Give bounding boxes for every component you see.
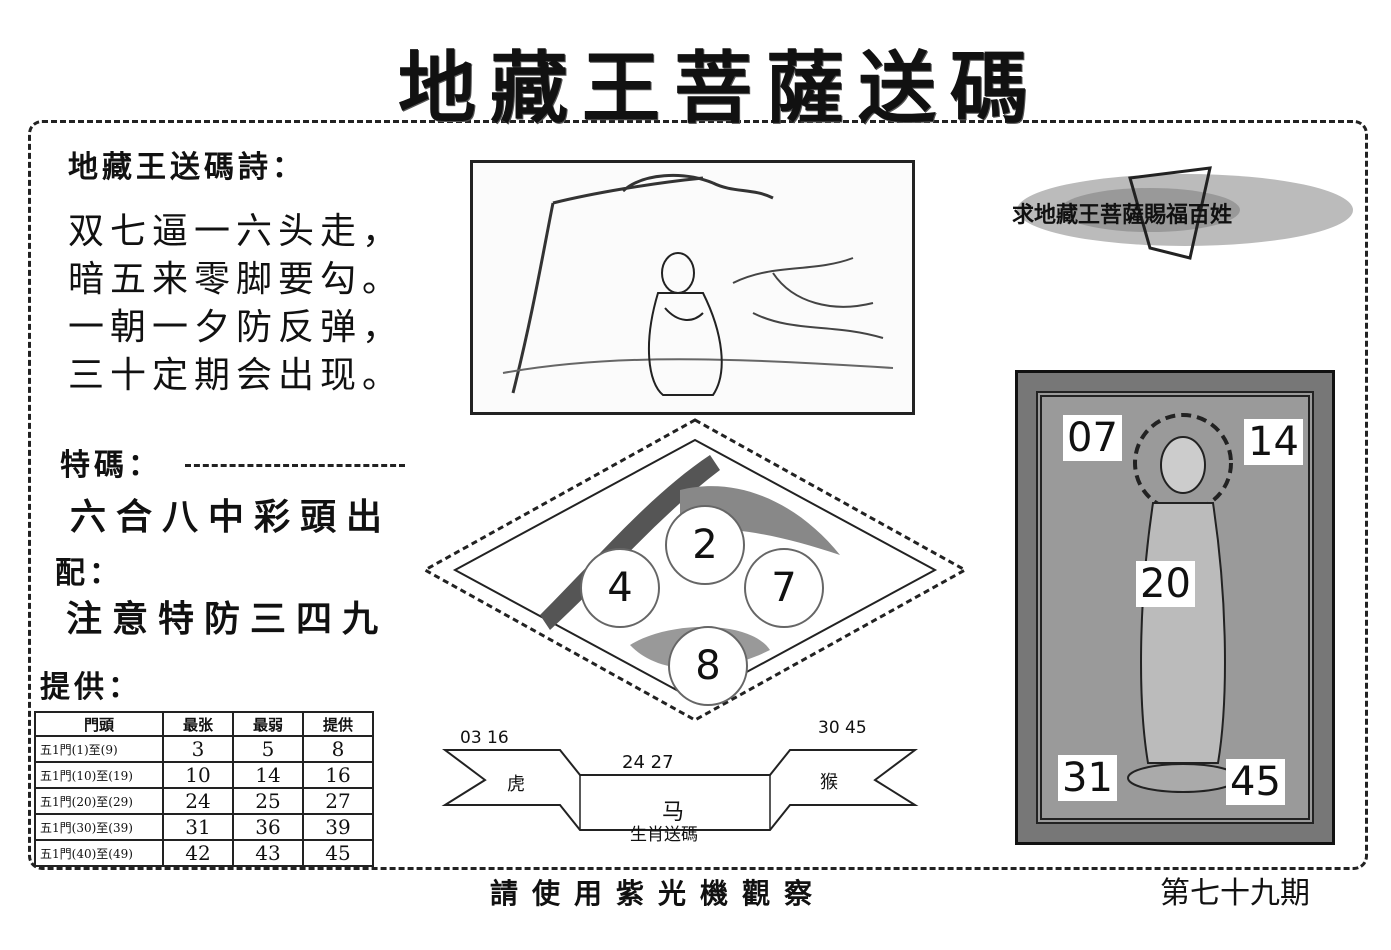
poem-line-4: 三十定期会出现。 [68, 355, 405, 396]
ball-number: 7 [771, 565, 797, 611]
table-header-row: 門頭 最张 最弱 提供 [34, 711, 374, 737]
lucky-number-center: 20 [1136, 561, 1195, 607]
pairing-label: 配： [55, 556, 123, 591]
row-label: 五1門(30)至(39) [34, 813, 164, 841]
table-cell: 36 [232, 813, 304, 841]
table-header: 最弱 [232, 711, 304, 737]
table-row: 五1門(30)至(39) 31 36 39 [34, 813, 374, 841]
issue-number: 第七十九期 [1160, 876, 1310, 911]
table-cell: 8 [302, 735, 374, 763]
poem-line-1: 双七逼一六头走， [68, 211, 405, 252]
table-cell: 43 [232, 839, 304, 867]
zodiac-left-animal: 虎 [507, 774, 525, 795]
table-cell: 42 [162, 839, 234, 867]
zodiac-right-animal: 猴 [820, 772, 838, 793]
landscape-illustration [470, 160, 915, 415]
row-label: 五1門(20)至(29) [34, 787, 164, 815]
table-cell: 27 [302, 787, 374, 815]
ball-2: 2 [665, 505, 745, 585]
table-row: 五1門(20)至(29) 24 25 27 [34, 787, 374, 815]
table-cell: 5 [232, 735, 304, 763]
table-row: 五1門(1)至(9) 3 5 8 [34, 735, 374, 763]
table-cell: 39 [302, 813, 374, 841]
table-cell: 10 [162, 761, 234, 789]
lucky-number-bl: 31 [1058, 755, 1117, 801]
poem-heading: 地藏王送碼詩： [68, 150, 306, 185]
poem-line-2: 暗五来零脚要勾。 [68, 259, 405, 300]
table-row: 五1門(40)至(49) 42 43 45 [34, 839, 374, 867]
ball-8: 8 [668, 626, 748, 706]
table-cell: 16 [302, 761, 374, 789]
special-label: 特碼： [60, 448, 162, 483]
table-cell: 14 [232, 761, 304, 789]
zodiac-center-numbers: 24 27 [622, 752, 674, 773]
zodiac-caption: 生肖送碼 [630, 825, 698, 845]
row-label: 五1門(1)至(9) [34, 735, 164, 763]
ball-7: 7 [744, 548, 824, 628]
lucky-number-br: 45 [1226, 759, 1285, 805]
row-label: 五1門(10)至(19) [34, 761, 164, 789]
zodiac-right-numbers: 30 45 [818, 718, 867, 738]
page-title: 地藏王菩薩送碼 [397, 43, 1042, 134]
row-label: 五1門(40)至(49) [34, 839, 164, 867]
ball-4: 4 [580, 548, 660, 628]
table-cell: 25 [232, 787, 304, 815]
table-cell: 3 [162, 735, 234, 763]
table-cell: 24 [162, 787, 234, 815]
table-header: 門頭 [34, 711, 164, 737]
tree-figure-icon [473, 163, 912, 412]
zodiac-left-numbers: 03 16 [460, 728, 509, 748]
table-cell: 45 [302, 839, 374, 867]
special-text: 六合八中彩頭出 [70, 497, 393, 538]
page-border [28, 120, 1368, 870]
provider-label: 提供： [40, 670, 142, 705]
table-header: 提供 [302, 711, 374, 737]
table-header: 最张 [162, 711, 234, 737]
table-cell: 31 [162, 813, 234, 841]
lucky-number-tl: 07 [1063, 415, 1122, 461]
poem-line-3: 一朝一夕防反弹， [68, 307, 405, 348]
ball-number: 4 [607, 565, 633, 611]
banner-cloud-icon [1017, 166, 1353, 260]
zodiac-center-animal: 马 [662, 800, 685, 825]
banner-text: 求地藏王菩薩賜福百姓 [1012, 203, 1233, 228]
table-row: 五1門(10)至(19) 10 14 16 [34, 761, 374, 789]
pairing-text: 注意特防三四九 [66, 599, 389, 640]
footer-text: 請使用紫光機觀察 [490, 877, 827, 910]
zodiac-ribbon [441, 749, 919, 831]
ball-number: 8 [695, 643, 721, 689]
lucky-number-tr: 14 [1244, 419, 1303, 465]
ball-number: 2 [692, 522, 718, 568]
special-divider [185, 464, 405, 467]
provider-table: 門頭 最张 最弱 提供 五1門(1)至(9) 3 5 8 五1門(10)至(19… [34, 711, 374, 867]
bodhisattva-card: 07 14 20 31 45 [1015, 370, 1335, 845]
